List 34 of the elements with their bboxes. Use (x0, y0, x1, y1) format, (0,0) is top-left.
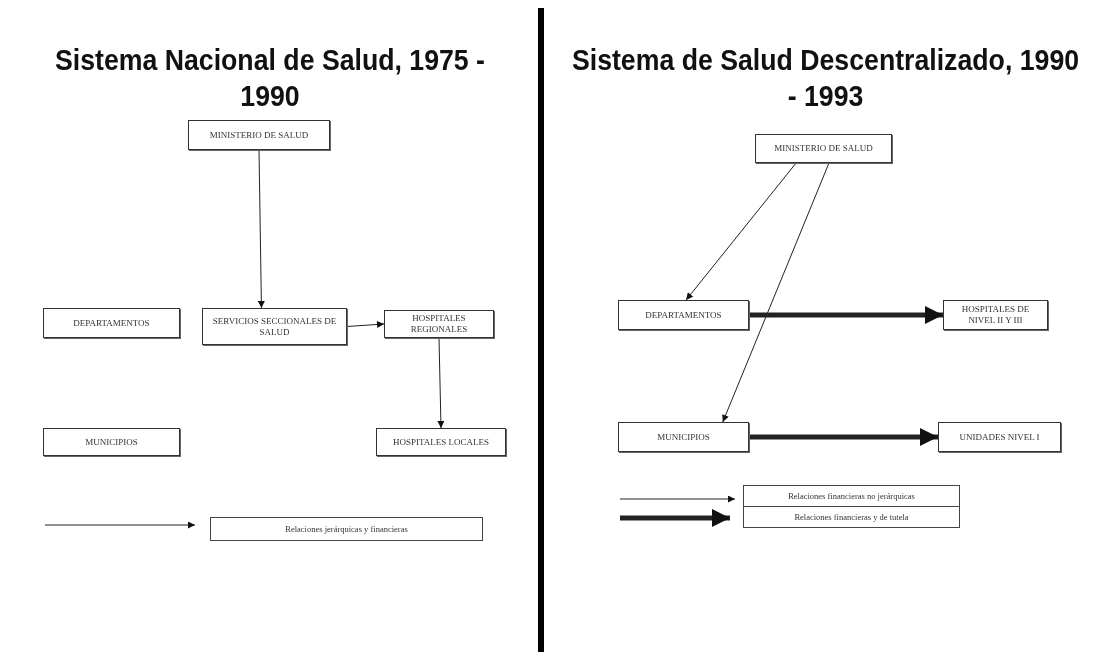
legend-label: Relaciones jerárquicas y financieras (210, 517, 483, 541)
org-box (43, 308, 180, 338)
org-box (618, 422, 749, 452)
box-label: MINISTERIO DE SALUD (773, 143, 874, 154)
org-box (43, 428, 180, 456)
org-box (943, 300, 1048, 330)
arrow (685, 162, 797, 301)
org-box (938, 422, 1061, 452)
box-label: MUNICIPIOS (84, 436, 139, 448)
arrow (346, 321, 385, 328)
org-box (376, 428, 506, 456)
box-label: SERVICIOS SECCIONALES DE SALUD (211, 315, 338, 338)
org-box (202, 308, 347, 345)
arrow (749, 428, 938, 446)
arrow (257, 149, 265, 309)
box-label: DEPARTAMENTOS (72, 317, 151, 329)
legend-label: Relaciones financieras y de tutela (743, 506, 960, 528)
legend-label: Relaciones financieras no jerárquicas (743, 485, 960, 507)
org-box (188, 120, 330, 150)
arrow (749, 306, 943, 324)
heading: Sistema Nacional de Salud, 1975 - 1990 (54, 43, 486, 114)
box-label: UNIDADES NIVEL I (958, 431, 1041, 443)
box-label: HOSPITALES LOCALES (391, 436, 490, 448)
box-label: HOSPITALES REGIONALES (409, 313, 469, 335)
arrow (722, 162, 830, 423)
arrow (437, 337, 445, 429)
org-box (755, 134, 892, 163)
box-label: HOSPITALES DE NIVEL II Y III (960, 304, 1031, 326)
org-box (618, 300, 749, 330)
box-label: MUNICIPIOS (656, 431, 711, 443)
heading: Sistema de Salud Descentralizado, 1990 - 1993 (570, 43, 1081, 114)
org-box (384, 310, 494, 338)
box-label: MINISTERIO DE SALUD (208, 129, 310, 141)
box-label: DEPARTAMENTOS (644, 309, 723, 321)
